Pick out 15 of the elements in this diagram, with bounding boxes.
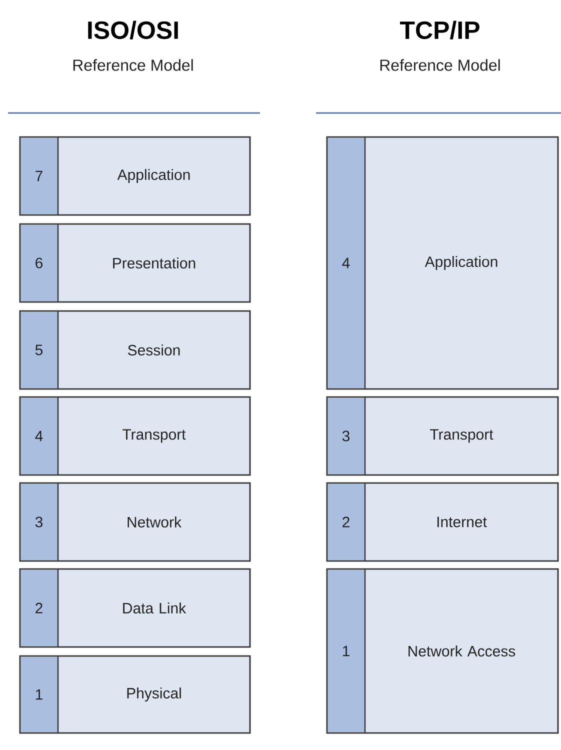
- layer-box: 2 Data Link: [19, 568, 251, 648]
- layer-box: 5 Session: [19, 310, 251, 390]
- layer-box: 3 Transport: [326, 396, 559, 476]
- model-subheading: Reference Model: [73, 59, 193, 71]
- layer-box: 2 Internet: [326, 482, 559, 562]
- model-heading: TCP/IP: [400, 20, 480, 40]
- layer-box: 3 Network: [19, 482, 251, 562]
- model-heading: ISO/OSI: [88, 20, 178, 40]
- layer-box: 4 Application: [326, 136, 559, 390]
- model-subheading: Reference Model: [380, 59, 500, 71]
- layer-box: 1 Physical: [19, 655, 251, 734]
- layer-box: 1 Network Access: [326, 568, 559, 734]
- layer-box: 7 Application: [19, 136, 251, 216]
- layer-box: 6 Presentation: [19, 223, 251, 303]
- layer-box: 4 Transport: [19, 396, 251, 476]
